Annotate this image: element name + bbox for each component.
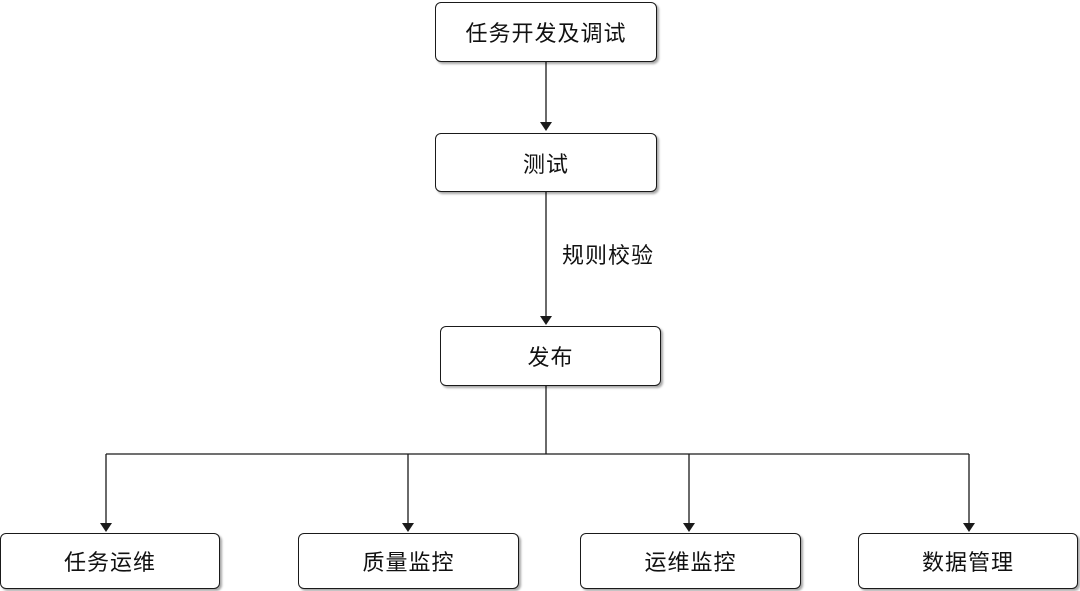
node-label: 任务运维: [63, 551, 156, 576]
node-publish: 发布: [440, 326, 661, 386]
node-data-management: 数据管理: [858, 533, 1078, 589]
node-label: 发布: [527, 346, 574, 371]
node-testing: 测试: [435, 133, 657, 192]
node-label: 测试: [522, 152, 569, 178]
node-task-operations: 任务运维: [0, 533, 220, 589]
arrowhead-ops-monitor: [683, 523, 695, 532]
node-label: 数据管理: [921, 551, 1014, 576]
arrowhead-publish: [540, 316, 552, 325]
node-label: 任务开发及调试: [465, 22, 627, 47]
arrowhead-quality-monitor: [402, 523, 414, 532]
node-operations-monitoring: 运维监控: [580, 533, 801, 589]
arrowhead-task-ops: [100, 523, 112, 532]
edge-label-rule-check: 规则校验: [562, 244, 655, 269]
node-label: 质量监控: [362, 551, 455, 576]
arrowhead-data-management: [963, 523, 975, 532]
node-label: 运维监控: [644, 551, 737, 576]
node-quality-monitoring: 质量监控: [298, 533, 519, 589]
arrowhead-test: [540, 122, 552, 131]
node-task-development-debugging: 任务开发及调试: [435, 2, 657, 62]
